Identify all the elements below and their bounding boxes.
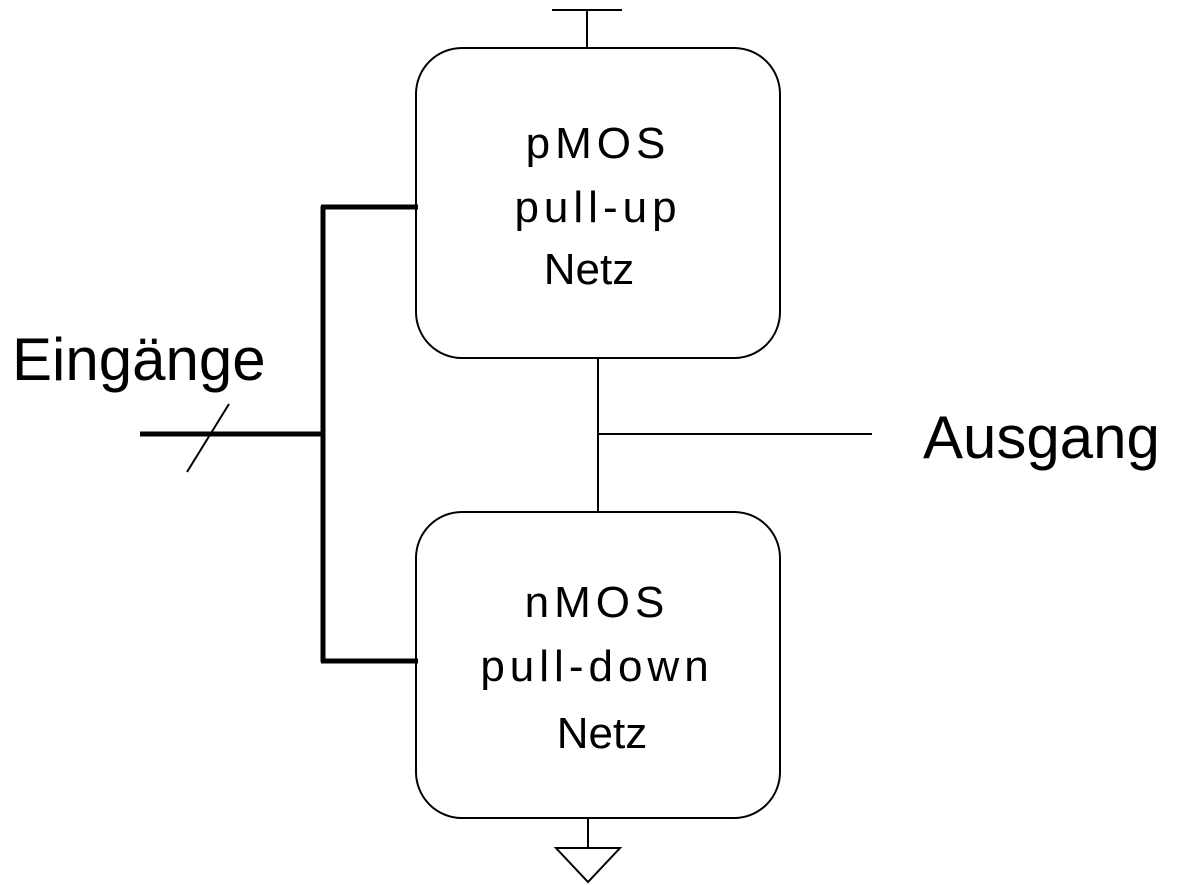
nmos-label: nMOS bbox=[525, 578, 670, 627]
nmos-netz-label: Netz bbox=[557, 709, 647, 758]
bus-slash-marker bbox=[186, 403, 230, 473]
pmos-label: pMOS bbox=[526, 119, 671, 168]
pull-up-label: pull-up bbox=[514, 183, 681, 232]
input-bus bbox=[140, 204, 418, 664]
output-label: Ausgang bbox=[923, 404, 1160, 471]
ground-triangle-symbol bbox=[553, 818, 623, 884]
pmos-pull-up-block: pMOS pull-up Netz bbox=[415, 47, 781, 359]
nmos-pull-down-block: nMOS pull-down Netz bbox=[415, 511, 781, 819]
inputs-label: Eingänge bbox=[12, 326, 266, 393]
vdd-supply-symbol bbox=[552, 9, 622, 48]
pmos-netz-label: Netz bbox=[544, 245, 634, 294]
pull-down-label: pull-down bbox=[480, 642, 713, 691]
